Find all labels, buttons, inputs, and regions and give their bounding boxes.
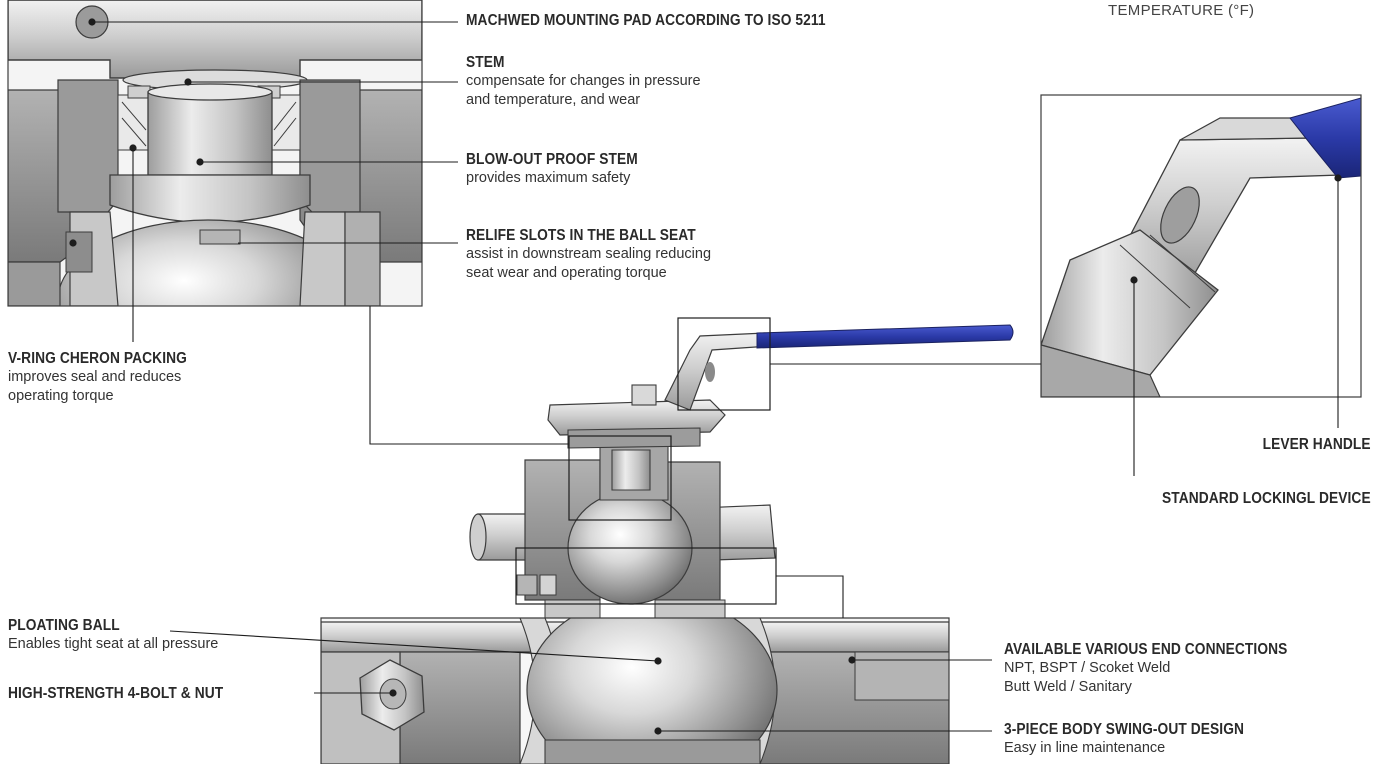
leader-dots <box>69 18 1342 735</box>
callout-title: PLOATING BALL <box>8 617 120 634</box>
leader-lines <box>92 21 1339 732</box>
temperature-heading: TEMPERATURE (°F) <box>1108 2 1255 19</box>
callout-locking-device: STANDARD LOCKINGL DEVICE <box>1128 489 1371 508</box>
callout-title: RELIFE SLOTS IN THE BALL SEAT <box>466 227 696 244</box>
callout-body-design: 3-PIECE BODY SWING-OUT DESIGN Easy in li… <box>1004 720 1283 758</box>
callout-title: BLOW-OUT PROOF STEM <box>466 151 638 168</box>
body-detail-inset <box>321 618 949 764</box>
callout-description: provides maximum safety <box>466 170 631 186</box>
lever-detail-inset <box>1041 95 1361 397</box>
callout-title: AVAILABLE VARIOUS END CONNECTIONS <box>1004 641 1288 658</box>
callout-bolt-nut: HIGH-STRENGTH 4-BOLT & NUT <box>8 684 258 703</box>
callout-v-ring-packing: V-RING CHERON PACKING improves seal and … <box>8 349 216 406</box>
callout-stem: STEM compensate for changes in pressure … <box>466 53 701 110</box>
callout-description: compensate for changes in pressure and t… <box>466 73 701 108</box>
callout-title: LEVER HANDLE <box>1262 436 1371 453</box>
callout-lever-handle: LEVER HANDLE <box>1245 435 1371 454</box>
callout-end-connections: AVAILABLE VARIOUS END CONNECTIONS NPT, B… <box>1004 640 1334 697</box>
callout-description: NPT, BSPT / Scoket Weld Butt Weld / Sani… <box>1004 660 1171 695</box>
callout-description: improves seal and reduces operating torq… <box>8 369 182 404</box>
callout-blowout-stem: BLOW-OUT PROOF STEM provides maximum saf… <box>466 150 666 188</box>
callout-title: STANDARD LOCKINGL DEVICE <box>1162 490 1371 507</box>
callout-description: Easy in line maintenance <box>1004 740 1166 756</box>
callout-mounting-pad: MACHWED MOUNTING PAD ACCORDING TO ISO 52… <box>466 11 884 30</box>
ball-valve-assembly <box>469 324 1014 619</box>
callout-description: Enables tight seat at all pressure <box>8 636 219 652</box>
callout-floating-ball: PLOATING BALL Enables tight seat at all … <box>8 616 218 654</box>
callout-title: V-RING CHERON PACKING <box>8 350 187 367</box>
callout-description: assist in downstream sealing reducing se… <box>466 246 712 281</box>
callout-title: MACHWED MOUNTING PAD ACCORDING TO ISO 52… <box>466 12 826 29</box>
callout-title: HIGH-STRENGTH 4-BOLT & NUT <box>8 685 224 702</box>
callout-title: STEM <box>466 54 505 71</box>
callout-relief-slots: RELIFE SLOTS IN THE BALL SEAT assist in … <box>466 226 733 283</box>
stem-detail-inset <box>8 0 422 306</box>
callout-title: 3-PIECE BODY SWING-OUT DESIGN <box>1004 721 1245 738</box>
